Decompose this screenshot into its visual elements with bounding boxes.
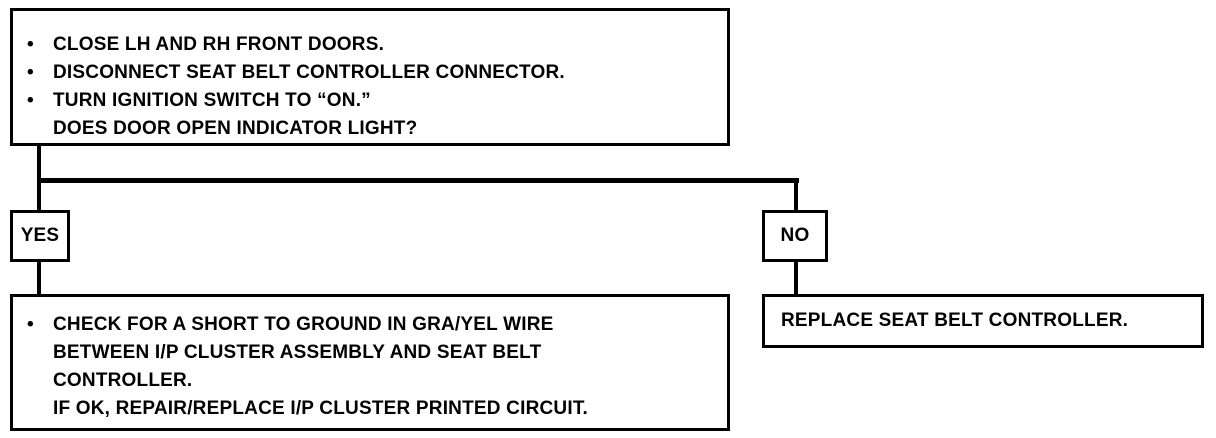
yes-result-line: CHECK FOR A SHORT TO GROUND IN GRA/YEL W… (53, 314, 554, 335)
connector-to-no (794, 180, 798, 212)
no-result-box: REPLACE SEAT BELT CONTROLLER. (762, 294, 1204, 348)
bullet-glyph: • (27, 314, 34, 335)
start-step-list: • CLOSE LH AND RH FRONT DOORS. • DISCONN… (13, 31, 727, 115)
start-step-item: • TURN IGNITION SWITCH TO “ON.” (13, 87, 727, 115)
start-step-item: • DISCONNECT SEAT BELT CONTROLLER CONNEC… (13, 59, 727, 87)
start-step-text: CLOSE LH AND RH FRONT DOORS. (53, 34, 385, 55)
connector-start-down (37, 144, 41, 180)
yes-result-list: • CHECK FOR A SHORT TO GROUND IN GRA/YEL… (13, 311, 727, 395)
bullet-glyph: • (27, 90, 34, 111)
yes-result-line: BETWEEN I/P CLUSTER ASSEMBLY AND SEAT BE… (53, 342, 542, 363)
yes-branch-label: YES (20, 225, 60, 246)
bullet-glyph: • (27, 34, 34, 55)
yes-result-item: • CHECK FOR A SHORT TO GROUND IN GRA/YEL… (13, 311, 727, 395)
yes-result-line: CONTROLLER. (53, 370, 193, 391)
connector-no-down (794, 260, 798, 296)
connector-horizontal-branch (37, 178, 799, 183)
yes-branch-box: YES (10, 210, 70, 262)
no-branch-box: NO (762, 210, 828, 262)
start-step-text: DISCONNECT SEAT BELT CONTROLLER CONNECTO… (53, 62, 565, 83)
yes-result-box: • CHECK FOR A SHORT TO GROUND IN GRA/YEL… (10, 294, 730, 431)
no-branch-label: NO (780, 225, 810, 246)
start-step-item: • CLOSE LH AND RH FRONT DOORS. (13, 31, 727, 59)
start-step-text: TURN IGNITION SWITCH TO “ON.” (53, 90, 371, 111)
no-result-text: REPLACE SEAT BELT CONTROLLER. (781, 310, 1129, 331)
yes-result-follow-up: IF OK, REPAIR/REPLACE I/P CLUSTER PRINTE… (53, 398, 589, 419)
connector-yes-down (37, 260, 41, 296)
decision-question: DOES DOOR OPEN INDICATOR LIGHT? (53, 118, 418, 139)
start-step-box: • CLOSE LH AND RH FRONT DOORS. • DISCONN… (10, 8, 730, 146)
bullet-glyph: • (27, 62, 34, 83)
connector-to-yes (37, 180, 41, 212)
